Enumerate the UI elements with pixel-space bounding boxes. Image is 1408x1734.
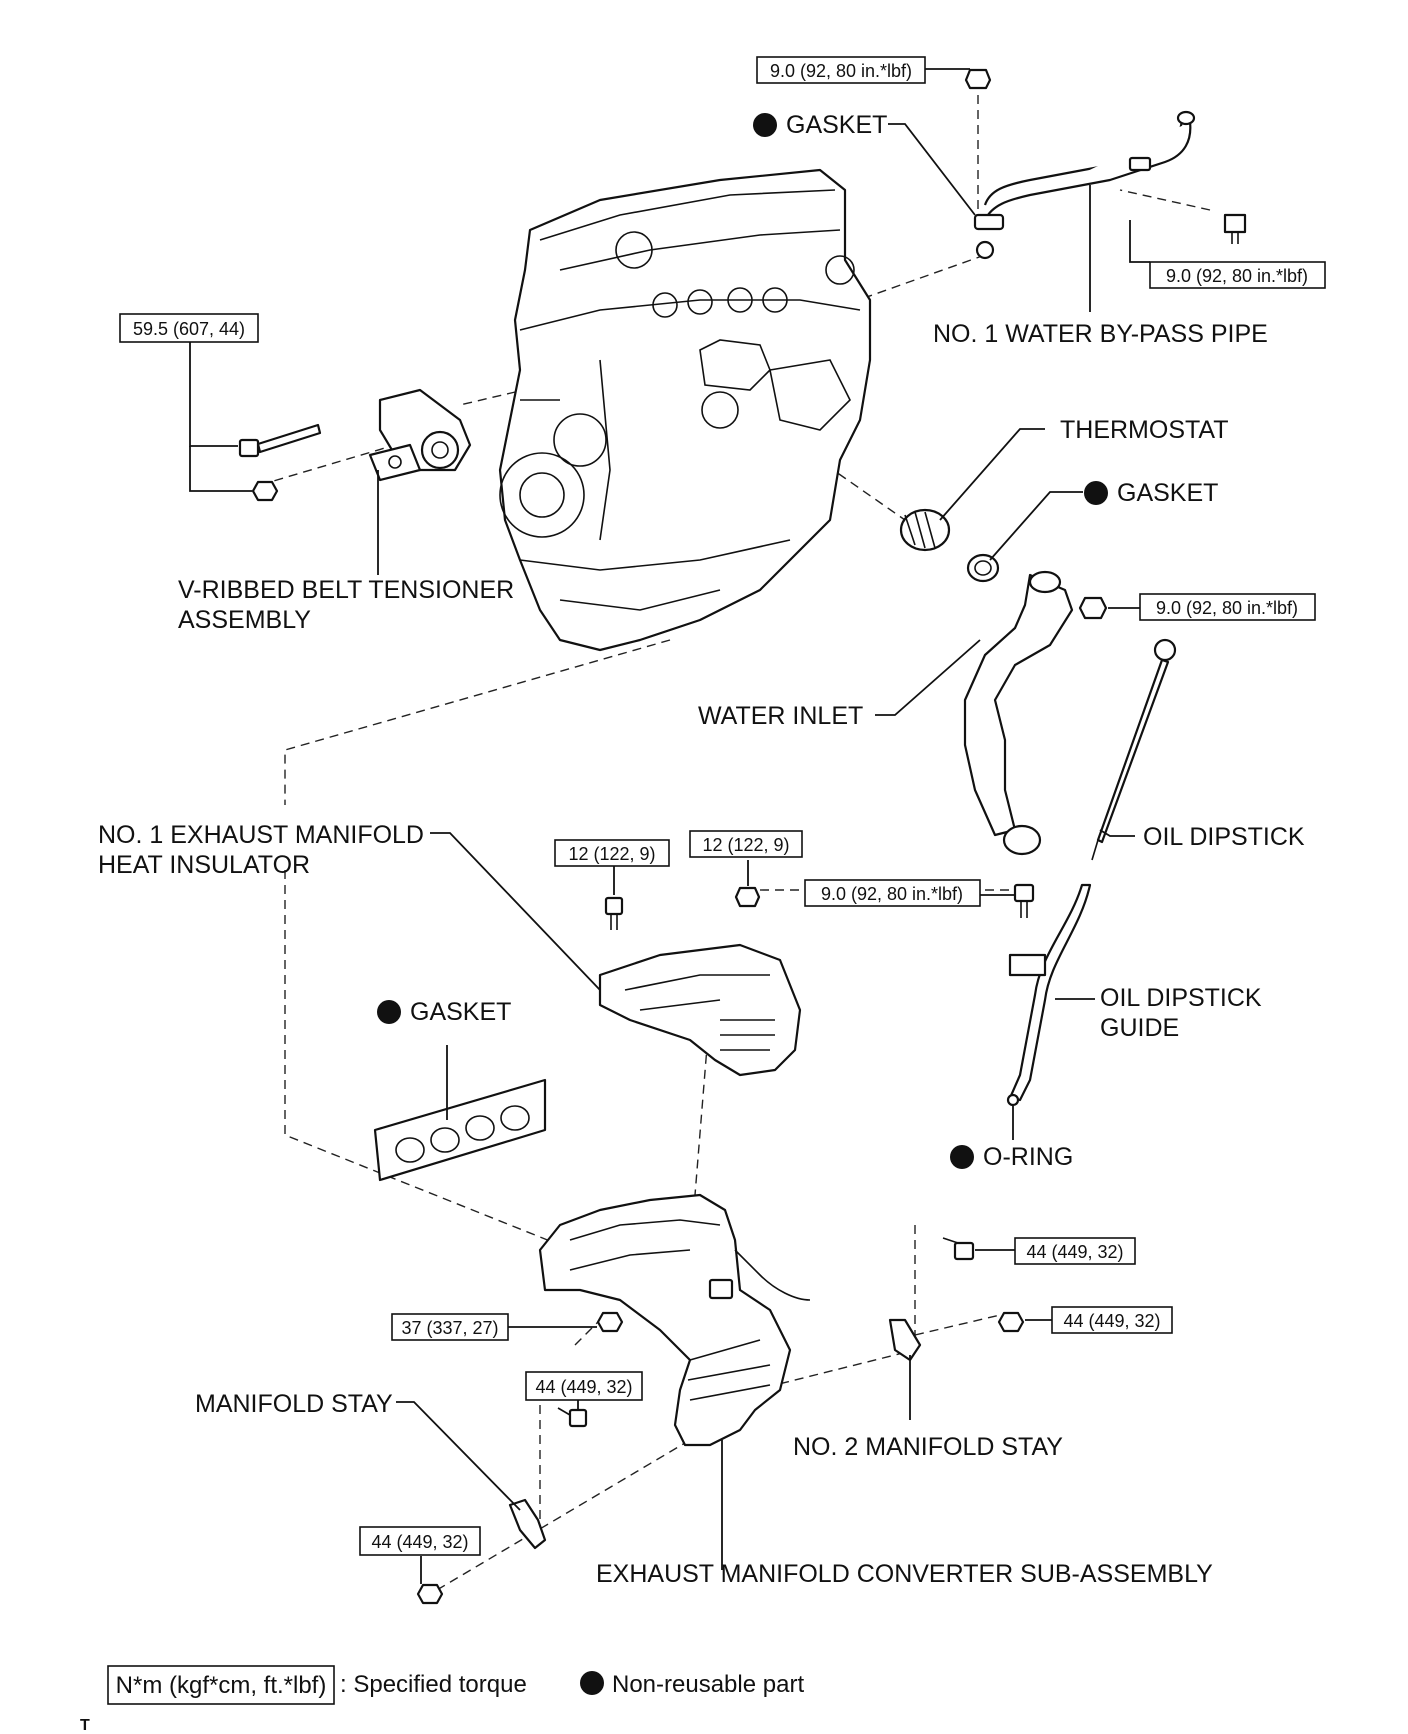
torque-spec-bypass-top: 9.0 (92, 80 in.*lbf) [756,56,926,84]
label-water-bypass-pipe: NO. 1 WATER BY-PASS PIPE [933,320,1268,348]
engine-block-illustration [498,168,872,652]
svg-text:44 (449, 32): 44 (449, 32) [371,1532,468,1552]
stay-nut-icon [416,1583,444,1605]
svg-text:12 (122, 9): 12 (122, 9) [568,844,655,864]
manifold-gasket-part [373,1078,547,1182]
torque-spec-no2-stay-nut: 44 (449, 32) [1051,1306,1173,1334]
torque-spec-dipstick-guide: 9.0 (92, 80 in.*lbf) [804,879,981,907]
label-oil-dipstick: OIL DIPSTICK [1143,823,1305,851]
legend-torque-text: : Specified torque [340,1671,527,1698]
nonreusable-dot-icon [580,1671,604,1695]
svg-text:37 (337, 27): 37 (337, 27) [401,1318,498,1338]
oil-dipstick-part [1091,638,1177,861]
label-thermostat: THERMOSTAT [1060,416,1229,444]
svg-text:9.0 (92, 80 in.*lbf): 9.0 (92, 80 in.*lbf) [821,884,963,904]
label-gasket-thermostat: GASKET [1084,479,1218,507]
torque-spec-bypass-side: 9.0 (92, 80 in.*lbf) [1149,261,1326,289]
torque-spec-water-inlet: 9.0 (92, 80 in.*lbf) [1139,593,1316,621]
no2-stay-bolt-icon [942,1237,975,1261]
heat-insulator-part [598,943,802,1077]
exhaust-manifold-converter-part [538,1193,811,1447]
leader-lines [189,68,1150,1584]
insulator-left-bolt-icon [604,896,624,930]
label-gasket-top: GASKET [753,111,887,139]
label-water-inlet: WATER INLET [698,702,863,730]
label-exhaust-converter: EXHAUST MANIFOLD CONVERTER SUB-ASSEMBLY [596,1560,1213,1588]
torque-spec-tensioner: 59.5 (607, 44) [119,313,259,343]
no2-manifold-stay-part [888,1318,922,1362]
label-heat-insulator-line2: HEAT INSULATOR [98,851,310,879]
label-no2-manifold-stay: NO. 2 MANIFOLD STAY [793,1433,1063,1461]
label-gasket-manifold: GASKET [377,998,511,1026]
svg-text:9.0 (92, 80 in.*lbf): 9.0 (92, 80 in.*lbf) [770,61,912,81]
legend-torque-box-text: N*m (kgf*cm, ft.*lbf) [116,1672,327,1699]
water-inlet-nut-icon [1078,596,1108,620]
legend-torque-box [107,1665,335,1705]
label-o-ring: O-RING [950,1143,1073,1171]
oil-dipstick-guide-part [1006,883,1092,1107]
manifold-stay-part [508,1498,547,1550]
label-belt-tensioner-line1: V-RIBBED BELT TENSIONER [178,576,514,604]
nonreusable-dot-icon [1084,481,1108,505]
torque-spec-manifold-nut: 37 (337, 27) [391,1313,509,1341]
stay-bolt-icon [557,1407,588,1428]
svg-text:GASKET: GASKET [410,998,511,1026]
manifold-nut-icon [596,1311,624,1333]
tensioner-nut-icon [251,480,279,502]
tensioner-bolt-icon [238,423,322,458]
torque-spec-insulator-right: 12 (122, 9) [689,830,803,858]
torque-spec-stay-bolt: 44 (449, 32) [525,1371,643,1401]
bypass-top-nut-icon [964,68,992,90]
footer-mark: T [80,1717,90,1734]
svg-text:12 (122, 9): 12 (122, 9) [702,835,789,855]
svg-text:O-RING: O-RING [983,1143,1073,1171]
thermostat-gasket-part [966,553,1000,583]
svg-text:GASKET: GASKET [1117,479,1218,507]
svg-text:44 (449, 32): 44 (449, 32) [1026,1242,1123,1262]
label-belt-tensioner-line2: ASSEMBLY [178,606,311,634]
svg-text:44 (449, 32): 44 (449, 32) [1063,1311,1160,1331]
belt-tensioner-part [368,388,472,482]
label-dipstick-guide-line1: OIL DIPSTICK [1100,984,1262,1012]
water-inlet-part [963,570,1074,856]
label-manifold-stay: MANIFOLD STAY [195,1390,393,1418]
no2-stay-nut-icon [997,1311,1025,1333]
dipstick-guide-bolt-icon [1013,883,1035,918]
water-bypass-pipe-part [973,110,1196,260]
thermostat-part [899,508,951,552]
nonreusable-dot-icon [753,113,777,137]
nonreusable-dot-icon [377,1000,401,1024]
insulator-right-nut-icon [734,886,761,908]
legend-nonreusable-text: Non-reusable part [612,1671,804,1698]
legend: N*m (kgf*cm, ft.*lbf) : Specified torque… [107,1665,804,1705]
svg-text:59.5 (607, 44): 59.5 (607, 44) [133,319,245,339]
label-heat-insulator-line1: NO. 1 EXHAUST MANIFOLD [98,821,424,849]
nonreusable-dot-icon [950,1145,974,1169]
bypass-side-bolt-icon [1223,213,1247,244]
svg-text:44 (449, 32): 44 (449, 32) [535,1377,632,1397]
svg-text:9.0 (92, 80 in.*lbf): 9.0 (92, 80 in.*lbf) [1156,598,1298,618]
torque-spec-no2-stay-bolt: 44 (449, 32) [1014,1237,1136,1265]
svg-text:GASKET: GASKET [786,111,887,139]
svg-text:9.0 (92, 80 in.*lbf): 9.0 (92, 80 in.*lbf) [1166,266,1308,286]
label-dipstick-guide-line2: GUIDE [1100,1014,1179,1042]
torque-spec-insulator-left: 12 (122, 9) [554,839,670,867]
torque-spec-stay-nut: 44 (449, 32) [359,1526,481,1556]
